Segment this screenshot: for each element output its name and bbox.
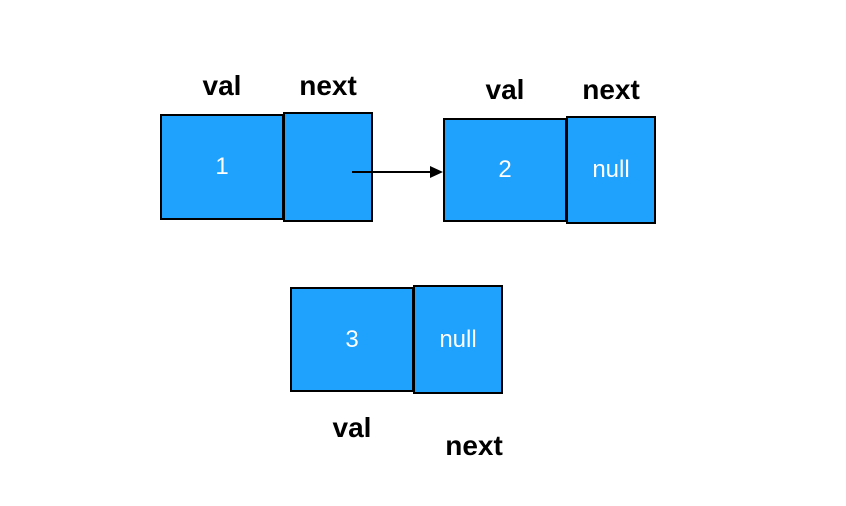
pointer-arrow-head bbox=[430, 166, 443, 178]
node-2-next-label: next bbox=[582, 74, 640, 105]
node-1-val-text: 1 bbox=[215, 153, 229, 180]
node-1-val-box: 1 bbox=[160, 114, 284, 220]
node-1-next-label: next bbox=[299, 70, 357, 101]
node-1-val-label: val bbox=[202, 70, 242, 101]
node-3-next-label: next bbox=[445, 430, 503, 461]
node-2-next-text: null bbox=[592, 156, 630, 183]
node-3-val-box: 3 bbox=[290, 287, 414, 392]
node-2-val-box: 2 bbox=[443, 118, 567, 222]
node-3-next-box: null bbox=[413, 285, 503, 394]
node-2-next-box: null bbox=[566, 116, 656, 224]
node-2-val-text: 2 bbox=[498, 156, 512, 183]
node-3-next-text: null bbox=[439, 325, 477, 353]
node-3-val-text: 3 bbox=[345, 325, 359, 353]
node-1-next-box bbox=[283, 112, 373, 222]
node-2-val-label: val bbox=[485, 74, 525, 105]
node-3-val-label: val bbox=[332, 412, 372, 443]
